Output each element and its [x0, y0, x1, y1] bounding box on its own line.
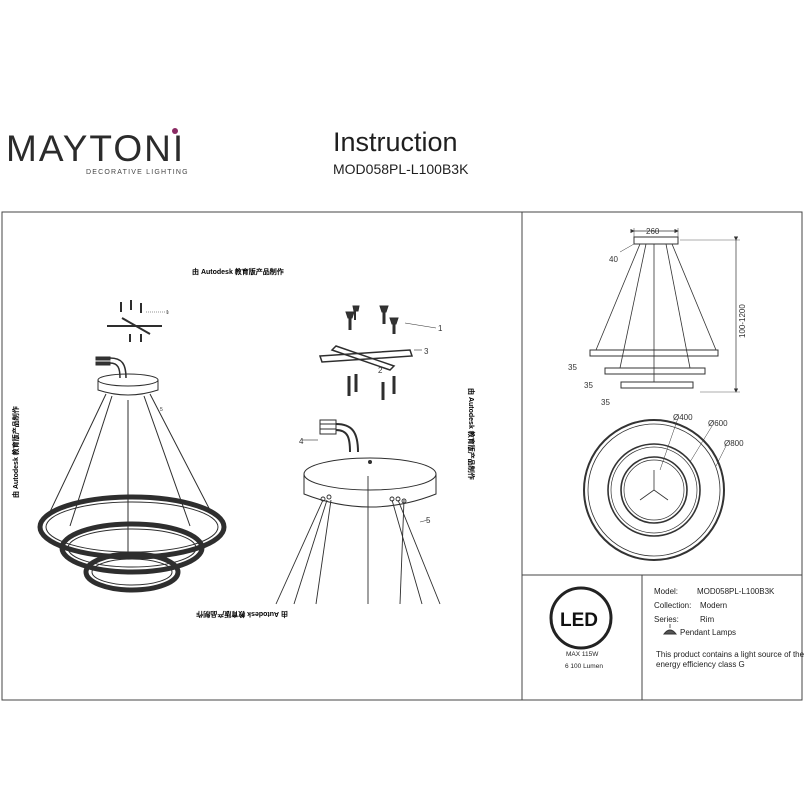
sheet-frame [1, 211, 803, 701]
model-label: Model: [654, 587, 678, 596]
dim-ring-1: 35 [568, 363, 577, 372]
hardware-set-small: 1 [107, 300, 170, 342]
watermark-left: 由 Autodesk 教育版产品制作 [11, 406, 20, 498]
collection-value: Modern [700, 601, 727, 610]
collection-label: Collection: [654, 601, 691, 610]
energy-note-line1: This product contains a light source of … [656, 650, 804, 659]
callout-small-1: 1 [166, 310, 169, 316]
assembled-lamp-illustration: 1 5 [37, 300, 227, 593]
pendant-lamp-icon [662, 624, 678, 635]
mounting-bracket: 3 2 [318, 345, 429, 375]
canopy-base: 5 [303, 457, 437, 525]
side-view-dimensions: 260 40 100-1200 35 35 35 [568, 227, 747, 407]
wire-connector: 4 [299, 419, 359, 453]
dim-canopy-width: 260 [646, 227, 660, 236]
callout-3: 3 [424, 347, 429, 356]
dim-drop: 100-1200 [738, 304, 747, 338]
watermark-right: 由 Autodesk 教育版产品制作 [467, 388, 476, 480]
canopy-shape [633, 236, 679, 245]
dim-ring-3: 35 [601, 398, 610, 407]
series-value: Rim [700, 615, 715, 624]
model-code: MOD058PL-L100B3K [333, 161, 469, 177]
brand-tagline: DECORATIVE LIGHTING [86, 169, 189, 176]
brand-logo: MAYTONI [6, 128, 185, 170]
ring-small-side [620, 381, 694, 389]
screw-group-bottom [347, 374, 396, 400]
brand-accent-dot [172, 128, 178, 134]
screw-group-top: 1 [345, 305, 443, 334]
watermark-bottom: 由 Autodesk 教育版产品制作 [196, 610, 288, 619]
callout-4: 4 [299, 437, 304, 446]
led-label: LED [560, 610, 598, 631]
brand-name: MAYTON [6, 128, 173, 169]
dim-diameter-800: Ø800 [724, 439, 744, 448]
series-label: Series: [654, 615, 679, 624]
ring-large-side [589, 349, 719, 357]
model-value: MOD058PL-L100B3K [697, 587, 775, 596]
spec-table: Model: MOD058PL-L100B3K Collection: Mode… [654, 587, 804, 669]
dim-ring-2: 35 [584, 381, 593, 390]
callout-5: 5 [426, 516, 431, 525]
led-badge: LED MAX 115W 6 100 Lumen [549, 586, 613, 670]
callout-small-5: 5 [160, 407, 163, 413]
dim-canopy-height: 40 [609, 255, 618, 264]
brand-name-last-letter: I [172, 128, 186, 169]
lumen-value: 6 100 Lumen [565, 663, 603, 670]
callout-1: 1 [438, 324, 443, 333]
top-view-dimensions: Ø400 Ø600 Ø800 [583, 413, 744, 561]
dim-diameter-400: Ø400 [673, 413, 693, 422]
max-power: MAX 115W [566, 651, 599, 658]
dim-diameter-600: Ø600 [708, 419, 728, 428]
ring-medium-side [604, 367, 706, 375]
suspension-cables [275, 476, 441, 605]
callout-2: 2 [378, 366, 383, 375]
watermark-top: 由 Autodesk 教育版产品制作 [192, 267, 284, 276]
energy-note-line2: energy efficiency class G [656, 660, 745, 669]
type-value: Pendant Lamps [680, 628, 736, 637]
page-title: Instruction [333, 127, 458, 157]
mounting-detail-illustration: 1 3 2 4 [275, 305, 443, 605]
